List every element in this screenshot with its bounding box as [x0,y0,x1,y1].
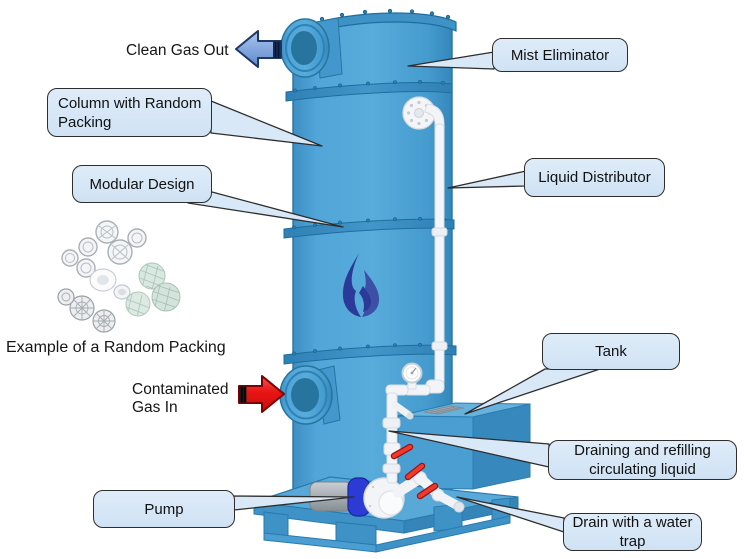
callout-drain-water-trap: Drain with a water trap [563,513,702,551]
flame-logo-icon [342,253,380,317]
callout-draining-refilling: Draining and refilling circulating liqui… [548,440,737,480]
pump-discharge-piping [392,462,465,513]
callout-mist-eliminator: Mist Eliminator [492,38,628,72]
callout-liquid-distributor: Liquid Distributor [524,158,665,197]
red-valve-handles [404,462,439,500]
random-packing-sample [57,220,181,333]
callout-pump: Pump [93,490,235,528]
contaminated-gas-in-label: Contaminated Gas In [132,381,229,416]
contaminated-gas-arrow-icon [238,375,285,413]
callout-tank: Tank [542,333,680,370]
callout-tank-label: Tank [595,343,627,360]
callout-modular-design-label: Modular Design [89,175,195,193]
callout-tail-tank [464,368,601,415]
callout-mist-eliminator-label: Mist Eliminator [510,46,610,64]
clean-gas-out-label: Clean Gas Out [126,42,229,59]
callout-drain-water-trap-label: Drain with a water trap [572,514,693,550]
tank-grate [423,405,465,415]
callout-tails [187,51,601,533]
clean-gas-arrow-icon [235,30,282,68]
pressure-gauge [401,362,423,384]
gas-outlet-nozzle [280,17,343,79]
callout-column-random-packing-label: Column with Random Packing [58,94,202,131]
flange-band-1 [285,79,453,102]
callout-liquid-distributor-label: Liquid Distributor [538,169,651,186]
liquid-distributor-piping [402,96,448,387]
gas-inlet-nozzle [279,365,341,425]
white-rings [89,268,131,300]
drain-piping [382,362,445,484]
mesh-balls [125,262,181,317]
callout-tail-liquid-distributor [447,170,527,189]
callout-draining-refilling-label: Draining and refilling circulating liqui… [574,442,711,478]
callout-pump-label: Pump [144,500,184,518]
packing-example-caption: Example of a Random Packing [6,339,226,356]
callout-modular-design: Modular Design [72,165,212,203]
callout-column-random-packing: Column with Random Packing [47,88,212,137]
